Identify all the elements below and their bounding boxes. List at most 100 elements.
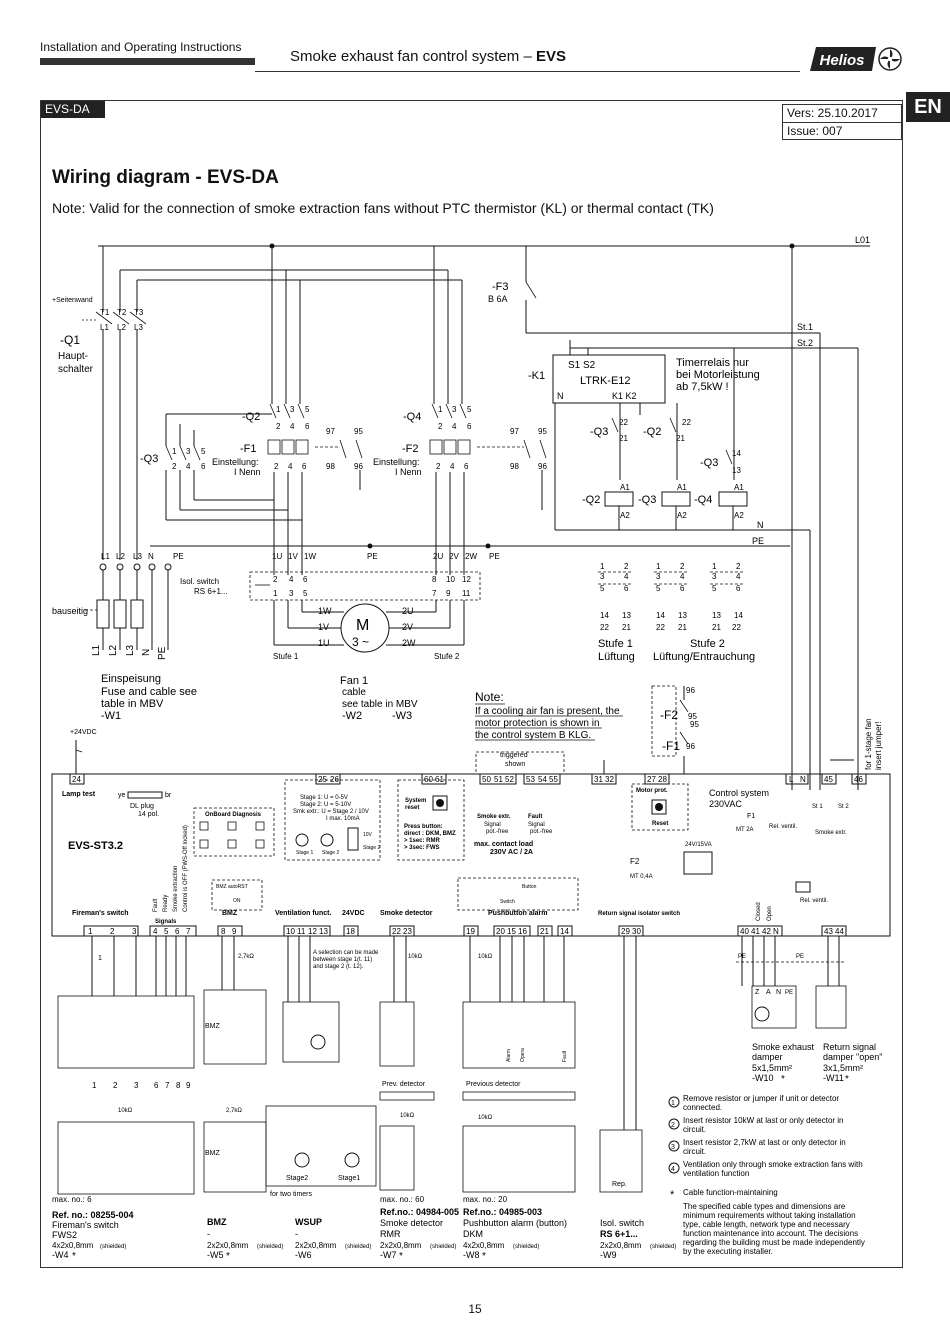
svg-text:Motor prot.: Motor prot. xyxy=(636,788,668,794)
svg-text:ye: ye xyxy=(118,792,126,799)
svg-text:Ref. no.: 08255-004: Ref. no.: 08255-004 xyxy=(52,1210,134,1220)
svg-text:-W4: -W4 xyxy=(52,1250,69,1260)
svg-text:-: - xyxy=(295,1229,298,1239)
svg-text:28: 28 xyxy=(658,775,667,784)
svg-text:2: 2 xyxy=(273,575,278,584)
svg-text:14: 14 xyxy=(560,927,569,936)
svg-text:6: 6 xyxy=(201,462,206,471)
svg-text:Signal: Signal xyxy=(528,822,545,828)
svg-text:1: 1 xyxy=(98,955,102,962)
f3-label: -F3 xyxy=(492,281,509,293)
svg-text:Lüftung/Entrauchung: Lüftung/Entrauchung xyxy=(653,651,755,663)
svg-text:-W10: -W10 xyxy=(752,1073,774,1083)
svg-text:Signals: Signals xyxy=(155,919,177,925)
svg-text:53: 53 xyxy=(526,775,535,784)
svg-text:3: 3 xyxy=(600,572,605,581)
svg-text:A1: A1 xyxy=(677,483,687,492)
svg-text:function maintenance into acco: function maintenance into account. The d… xyxy=(683,1229,858,1238)
svg-text:1W: 1W xyxy=(318,606,332,616)
svg-text:2U: 2U xyxy=(433,552,443,561)
svg-text:MT 0,4A: MT 0,4A xyxy=(630,874,653,880)
svg-text:St 2: St 2 xyxy=(838,804,849,810)
svg-text:97: 97 xyxy=(510,427,519,436)
svg-text:6: 6 xyxy=(736,584,741,593)
svg-text:A2: A2 xyxy=(677,511,687,520)
svg-text:1: 1 xyxy=(273,589,278,598)
svg-text:5: 5 xyxy=(712,584,717,593)
svg-text:damper: damper xyxy=(752,1052,783,1062)
svg-text:6: 6 xyxy=(154,1081,159,1090)
svg-text:PE: PE xyxy=(489,552,500,561)
svg-text:Fan 1: Fan 1 xyxy=(340,675,368,687)
svg-text:1: 1 xyxy=(92,1081,97,1090)
timer-relay-type: LTRK-E12 xyxy=(580,375,631,387)
svg-text:for two timers: for two timers xyxy=(270,1191,313,1198)
svg-text:Previous detector: Previous detector xyxy=(466,1081,521,1088)
svg-text:96: 96 xyxy=(538,462,547,471)
svg-text:5: 5 xyxy=(467,405,472,414)
svg-text:L1: L1 xyxy=(100,323,109,332)
svg-text:-W7: -W7 xyxy=(380,1250,397,1260)
svg-text:4: 4 xyxy=(289,575,294,584)
svg-text:BMZ: BMZ xyxy=(205,1150,221,1157)
svg-text:14: 14 xyxy=(600,611,609,620)
language-tab[interactable]: EN xyxy=(906,92,950,122)
svg-text:FWS2: FWS2 xyxy=(52,1230,77,1240)
svg-text:29: 29 xyxy=(621,927,630,936)
svg-text:Einstellung:: Einstellung: xyxy=(373,457,420,467)
svg-text:55: 55 xyxy=(549,775,558,784)
svg-text:(shielded): (shielded) xyxy=(100,1244,126,1250)
svg-text:motor protection is shown in: motor protection is shown in xyxy=(475,718,600,729)
svg-text:95: 95 xyxy=(538,427,547,436)
svg-text:3: 3 xyxy=(132,927,137,936)
svg-text:Smoke exhaust: Smoke exhaust xyxy=(752,1042,815,1052)
svg-text:4x2x0,8mm: 4x2x0,8mm xyxy=(463,1241,505,1250)
svg-text:1V: 1V xyxy=(288,552,298,561)
bauseitig-label: bauseitig xyxy=(52,606,88,616)
svg-text:25: 25 xyxy=(318,775,327,784)
svg-text:4: 4 xyxy=(452,422,457,431)
svg-text:for 1-stage fan: for 1-stage fan xyxy=(864,718,873,770)
svg-text:triggered: triggered xyxy=(500,752,528,759)
svg-text:Einstellung:: Einstellung: xyxy=(212,457,259,467)
svg-text:If a cooling air fan is presen: If a cooling air fan is present, the xyxy=(475,706,620,717)
contactor-q4: -Q4 1 3 5 2 4 6 xyxy=(403,403,472,431)
svg-text:Ref.no.: 04985-003: Ref.no.: 04985-003 xyxy=(463,1207,542,1217)
svg-text:(shielded): (shielded) xyxy=(430,1244,456,1250)
svg-text:max. no.: 60: max. no.: 60 xyxy=(380,1195,425,1204)
version-box: Vers: 25.10.2017 Issue: 007 xyxy=(782,104,902,140)
svg-text:10kΩ: 10kΩ xyxy=(478,1115,493,1121)
svg-text:-Q2: -Q2 xyxy=(643,426,661,438)
svg-text:PE: PE xyxy=(173,552,184,561)
svg-text:10: 10 xyxy=(446,575,455,584)
svg-text:-Q4: -Q4 xyxy=(403,411,421,423)
svg-text:1: 1 xyxy=(671,1100,675,1107)
svg-text:60: 60 xyxy=(424,775,433,784)
svg-text:14: 14 xyxy=(734,611,743,620)
svg-text:L2: L2 xyxy=(117,323,126,332)
main-switch-q1 xyxy=(82,311,147,325)
svg-text:6: 6 xyxy=(680,584,685,593)
svg-text:-Q3: -Q3 xyxy=(700,457,718,469)
svg-text:10kΩ: 10kΩ xyxy=(478,954,493,960)
svg-text:5: 5 xyxy=(656,584,661,593)
svg-text:13: 13 xyxy=(319,927,328,936)
svg-text:2: 2 xyxy=(624,562,629,571)
svg-text:F1: F1 xyxy=(747,813,755,820)
brand-text: Helios xyxy=(819,52,864,69)
svg-text:6: 6 xyxy=(303,575,308,584)
svg-text:24V/15VA: 24V/15VA xyxy=(685,842,712,848)
svg-text:RMR: RMR xyxy=(380,1229,401,1239)
svg-text:BMZ: BMZ xyxy=(207,1217,227,1227)
svg-text:K1 K2: K1 K2 xyxy=(612,391,637,401)
svg-text:14 pol.: 14 pol. xyxy=(138,811,159,818)
svg-text:3 ~: 3 ~ xyxy=(352,635,369,649)
svg-text:10kΩ: 10kΩ xyxy=(408,954,423,960)
svg-text:between stage 1(t. 11): between stage 1(t. 11) xyxy=(313,957,372,963)
svg-text:2: 2 xyxy=(438,422,443,431)
svg-text:9: 9 xyxy=(232,927,237,936)
bmz-device xyxy=(203,989,267,1065)
svg-text:21: 21 xyxy=(622,623,631,632)
svg-text:22: 22 xyxy=(619,418,628,427)
